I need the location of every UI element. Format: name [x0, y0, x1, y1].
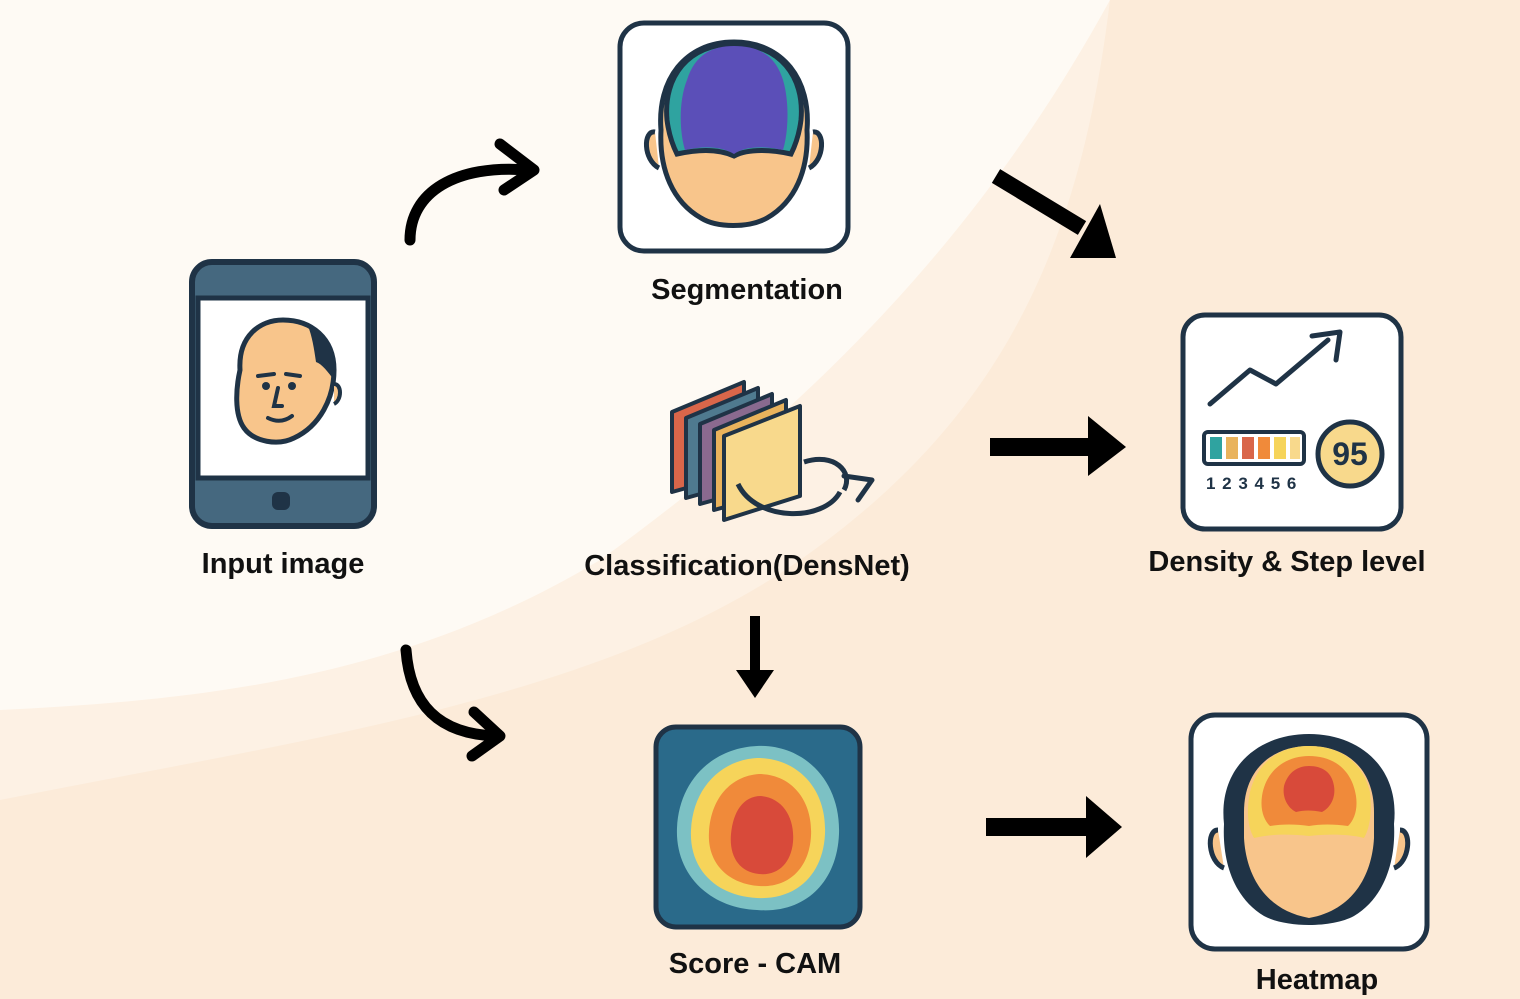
density-chart-icon — [1180, 312, 1404, 532]
arrow-classification-to-density — [990, 416, 1126, 476]
arrow-input-to-segmentation — [404, 138, 540, 246]
cam-heatmap-icon — [653, 724, 863, 930]
heatmap-label: Heatmap — [1255, 964, 1379, 996]
arrow-scorecam-to-heatmap — [986, 796, 1122, 858]
classification-label: Classification(DensNet) — [584, 550, 910, 582]
score-badge — [1315, 419, 1385, 489]
density-node: 95 1 2 3 4 5 6 — [1180, 312, 1404, 532]
segmentation-head-icon — [617, 20, 851, 254]
arrow-input-to-scorecam — [400, 644, 506, 762]
scorecam-label: Score - CAM — [668, 948, 842, 980]
layers-icon — [670, 380, 875, 522]
density-label: Density & Step level — [1148, 546, 1426, 578]
segmentation-label: Segmentation — [651, 274, 843, 306]
scorecam-node — [653, 724, 863, 930]
arrow-segmentation-to-density — [991, 169, 1116, 258]
heatmap-node — [1188, 712, 1430, 952]
tablet-icon — [189, 259, 377, 529]
arrow-classification-to-scorecam — [736, 616, 774, 698]
classification-node — [664, 372, 880, 532]
segmentation-node — [617, 20, 853, 256]
face-icon — [234, 317, 342, 445]
score-value: 95 — [1332, 436, 1368, 472]
heatmap-head-icon — [1188, 712, 1430, 952]
input-image-label: Input image — [201, 548, 365, 580]
step-numbers: 1 2 3 4 5 6 — [1206, 474, 1298, 493]
input-image-node — [188, 258, 378, 530]
